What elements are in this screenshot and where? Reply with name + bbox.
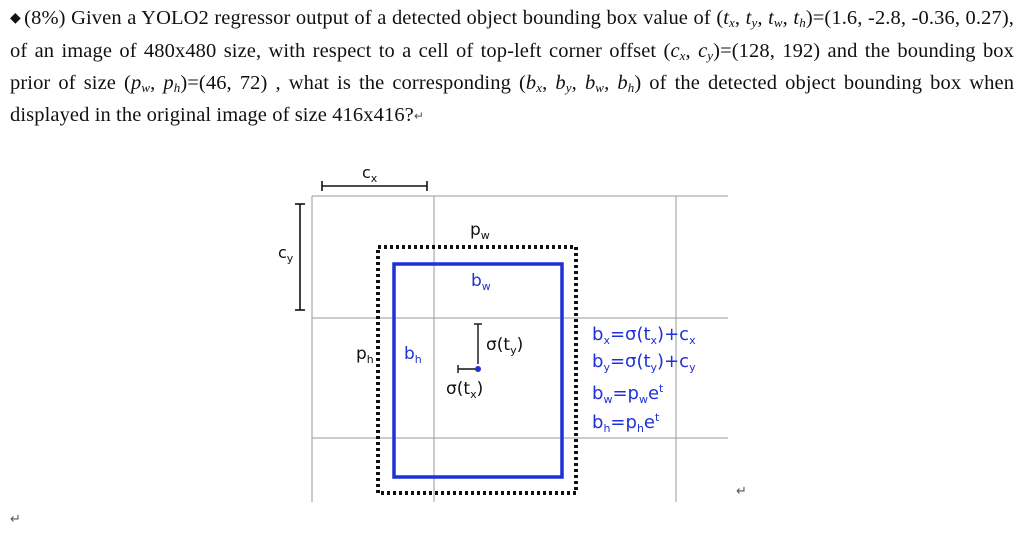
sigma-ty-label: σ(ty) [486,335,523,357]
sigma-ty-bracket [474,323,482,364]
var-by: by [555,72,572,95]
sigma-tx-label: σ(tx) [446,379,483,401]
equation-by: by=σ(ty)+cy [592,351,696,374]
points: (8%) [24,7,66,29]
equations: bx=σ(tx)+cx by=σ(ty)+cy bw=pwet bh=phet [592,324,696,435]
text-segment: Given a YOLO2 regressor output of a dete… [65,7,724,29]
equation-bh: bh=phet [592,411,660,435]
var-cy: cy [698,40,714,63]
paragraph-mark-icon: ↵ [736,484,747,499]
paragraph-mark-icon: ↵ [10,512,21,527]
cx-bracket [321,181,428,191]
separator: , [782,7,794,29]
separator: , [734,7,746,29]
var-th: th [793,7,806,30]
prior-box [376,245,578,495]
bh-label: bh [404,344,422,366]
paragraph-mark-icon: ↵ [413,109,425,123]
cx-label: cx [362,163,378,185]
separator: , [757,7,769,29]
var-ty: ty [745,7,758,30]
var-cx: cx [670,40,686,63]
bw-label: bw [471,271,491,293]
equation-bx: bx=σ(tx)+cx [592,324,696,347]
var-tx: tx [723,7,735,30]
var-ph: ph [163,72,181,95]
var-pw: pw [130,72,151,95]
pw-label: pw [470,220,490,242]
text-segment: )=(46, 72) , what is the corresponding ( [180,72,526,94]
text-segment: ) of the detected object bounding box wh… [10,72,1015,126]
predicted-box [392,262,564,479]
text-segment: )=(1.6, -2.8, -0.36, 0.27), of an image … [10,7,1014,62]
cy-label: cy [278,243,294,265]
bullet-icon: ◆ [10,11,22,26]
equation-bw: bw=pwet [592,382,664,406]
cy-bracket [295,203,305,311]
question-paragraph: ◆(8%) Given a YOLO2 regressor output of … [10,2,1014,132]
separator: , [685,40,699,62]
ph-label: ph [356,344,374,366]
separator: , [604,72,618,94]
separator: , [542,72,556,94]
text-segment: )=(128, 192) and the bounding box prior … [10,40,1015,94]
var-tw: tw [768,7,783,30]
center-point [475,366,481,372]
sigma-tx-bracket [457,365,478,373]
separator: , [571,72,585,94]
separator: , [150,72,164,94]
var-bw: bw [584,72,605,95]
var-bx: bx [525,72,543,95]
var-bh: bh [617,72,635,95]
